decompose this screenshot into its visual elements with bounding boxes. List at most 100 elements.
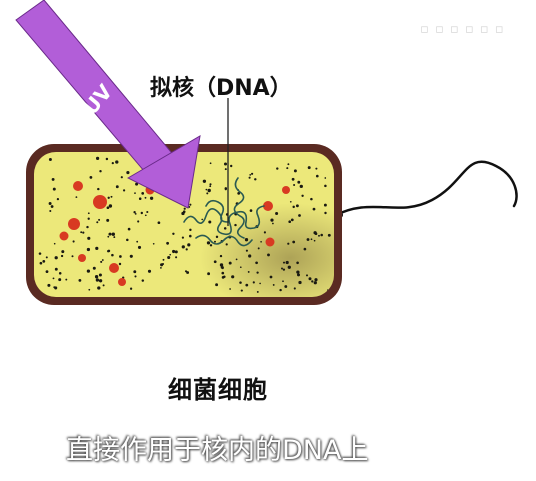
cytoplasm-dot bbox=[237, 192, 241, 195]
cytoplasm-dot bbox=[147, 269, 152, 273]
cytoplasm-dot bbox=[310, 238, 313, 241]
cytoplasm-dot bbox=[45, 270, 49, 274]
cytoplasm-dot bbox=[111, 253, 114, 257]
cytoplasm-dot bbox=[284, 285, 288, 288]
cytoplasm-dot bbox=[61, 250, 65, 254]
dna-nucleoid bbox=[183, 177, 265, 247]
ribosome-spots bbox=[59, 173, 290, 286]
cytoplasm-dot bbox=[86, 247, 91, 252]
cytoplasm-dot bbox=[290, 218, 294, 222]
cytoplasm-dot bbox=[101, 259, 104, 261]
cytoplasm-dot bbox=[215, 235, 219, 239]
cytoplasm-dot bbox=[111, 232, 115, 236]
cytoplasm-dot bbox=[137, 245, 142, 249]
cytoplasm-dot bbox=[72, 240, 75, 243]
uv-beam-head bbox=[126, 135, 201, 209]
cytoplasm-dot bbox=[160, 267, 162, 269]
cytoplasm-dot bbox=[291, 177, 295, 181]
cytoplasm-dot bbox=[283, 261, 285, 264]
cytoplasm-dot bbox=[206, 192, 209, 195]
cytoplasm-dot bbox=[312, 207, 316, 211]
cytoplasm-dot bbox=[141, 192, 145, 195]
cytoplasm-dot bbox=[244, 238, 249, 242]
cytoplasm-dot bbox=[42, 260, 46, 263]
cytoplasm-dot bbox=[292, 240, 296, 244]
cytoplasm-dot bbox=[314, 278, 318, 282]
ribosome-spot bbox=[109, 263, 119, 273]
cytoplasm-dot bbox=[313, 231, 317, 235]
cytoplasm-dot bbox=[315, 167, 318, 170]
cytoplasm-dot bbox=[99, 170, 102, 173]
cytoplasm-dot bbox=[282, 268, 286, 271]
cytoplasm-dot bbox=[286, 167, 289, 170]
cytoplasm-dot bbox=[248, 254, 252, 258]
cytoplasm-dot bbox=[209, 185, 212, 188]
ribosome-spot bbox=[78, 254, 86, 262]
cytoplasm-dot bbox=[267, 253, 270, 257]
ribosome-spot bbox=[59, 231, 69, 241]
cytoplasm-dot bbox=[289, 200, 292, 203]
cytoplasm-dot bbox=[282, 280, 284, 283]
cytoplasm-dot bbox=[315, 174, 319, 178]
cytoplasm-dot bbox=[144, 214, 147, 217]
cytoplasm-dot bbox=[127, 227, 131, 231]
cytoplasm-dot bbox=[209, 162, 212, 165]
cytoplasm-dot bbox=[172, 249, 176, 254]
cytoplasm-dot bbox=[94, 275, 99, 279]
cytoplasm-dot bbox=[221, 266, 224, 269]
cytoplasm-dot bbox=[135, 182, 139, 186]
cytoplasm-dot bbox=[47, 283, 51, 287]
cytoplasm-dot bbox=[140, 211, 143, 215]
cytoplasm-shading bbox=[200, 203, 334, 297]
cytoplasm-dot bbox=[102, 284, 105, 287]
cytoplasm-dot bbox=[188, 205, 191, 208]
cytoplasm-dot bbox=[183, 207, 186, 210]
cytoplasm-dot bbox=[311, 280, 314, 283]
cytoplasm-dot bbox=[95, 246, 99, 251]
cytoplasm-dot bbox=[60, 254, 64, 258]
cytoplasm-dot bbox=[296, 261, 299, 265]
cytoplasm-dot bbox=[221, 271, 225, 275]
cytoplasm-dot bbox=[201, 218, 204, 221]
cytoplasm-dot bbox=[252, 281, 255, 284]
ribosome-spot bbox=[93, 195, 107, 209]
cytoplasm-dot bbox=[71, 255, 74, 258]
flagellum bbox=[332, 160, 518, 218]
cytoplasm-dot bbox=[126, 171, 130, 175]
cytoplasm-dot bbox=[107, 249, 111, 253]
cytoplasm-dot bbox=[223, 227, 227, 230]
cytoplasm-dot bbox=[214, 240, 216, 243]
cytoplasm-dot bbox=[115, 185, 119, 189]
cytoplasm-dot bbox=[229, 288, 231, 290]
cytoplasm-dot bbox=[259, 282, 261, 285]
cytoplasm-dot bbox=[254, 178, 257, 181]
cytoplasm-dot bbox=[208, 220, 212, 224]
cytoplasm-dot bbox=[54, 256, 58, 260]
cytoplasm-dot bbox=[133, 211, 136, 214]
cytoplasm-dot bbox=[219, 254, 223, 258]
cytoplasm-dot bbox=[281, 267, 283, 270]
ribosome-spot bbox=[73, 181, 83, 191]
cytoplasm-dot bbox=[108, 204, 113, 208]
cytoplasm-dot bbox=[189, 203, 192, 206]
cytoplasm-dot bbox=[307, 166, 311, 170]
cytoplasm-dot bbox=[152, 242, 155, 245]
cytoplasm-dot bbox=[263, 231, 266, 234]
cytoplasm-dot bbox=[96, 221, 99, 224]
cytoplasm-dot bbox=[275, 211, 279, 216]
ribosome-spot bbox=[68, 218, 80, 230]
cytoplasm-dot bbox=[166, 241, 170, 245]
uv-beam-arrow: UV bbox=[15, 0, 201, 209]
caption-subtitle: 直接作用于核内的DNA上 bbox=[66, 435, 369, 466]
cytoplasm-dot bbox=[49, 209, 52, 213]
cytoplasm-dot bbox=[50, 205, 54, 208]
cytoplasm-dot bbox=[86, 269, 91, 273]
cytoplasm-dot bbox=[134, 192, 136, 194]
cytoplasm-dot bbox=[327, 233, 331, 237]
nucleoid-label: 拟核（DNA） bbox=[150, 76, 292, 101]
cytoplasm-dot bbox=[186, 271, 190, 274]
cytoplasm-dot bbox=[221, 276, 225, 279]
cytoplasm-dot bbox=[249, 174, 252, 176]
cytoplasm-dot bbox=[225, 243, 228, 246]
